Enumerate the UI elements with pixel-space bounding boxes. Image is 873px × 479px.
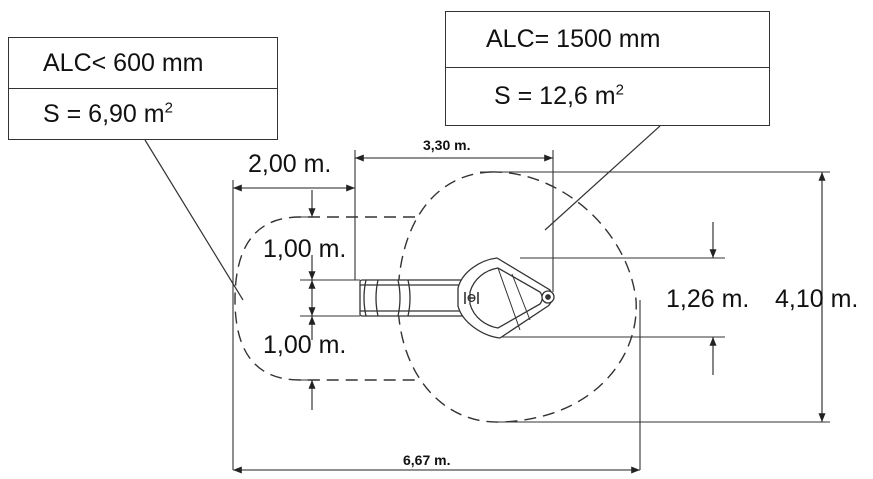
small-safety-zone [234,216,415,381]
legend-left-alc: ALC< 600 mm [43,48,204,77]
equipment-drawing [359,257,555,339]
legend-right-alc: ALC= 1500 mm [486,25,661,53]
legend-box-left: ALC< 600 mm S = 6,90 m2 [8,37,278,140]
dimension-label-100-bottom: 1,00 m. [263,331,347,359]
seat-symbol [464,292,479,304]
dimension-lines [233,154,826,474]
legend-box-right: ALC= 1500 mm S = 12,6 m2 [445,11,770,126]
legend-left-area: S = 6,90 m2 [43,99,173,128]
dimension-label-410: 4,10 m. [775,285,859,313]
dimension-label-200: 2,00 m. [248,150,332,178]
dimension-label-330: 3,30 m. [423,137,471,153]
equipment-handle [363,279,411,317]
legend-right-area: S = 12,6 m2 [494,81,624,110]
dimension-label-667: 6,67 m. [403,452,451,468]
dimension-label-126: 1,26 m. [666,285,750,313]
leader-line-left [144,139,244,301]
leader-line-right [544,125,661,231]
dimension-label-100-top: 1,00 m. [263,235,347,263]
